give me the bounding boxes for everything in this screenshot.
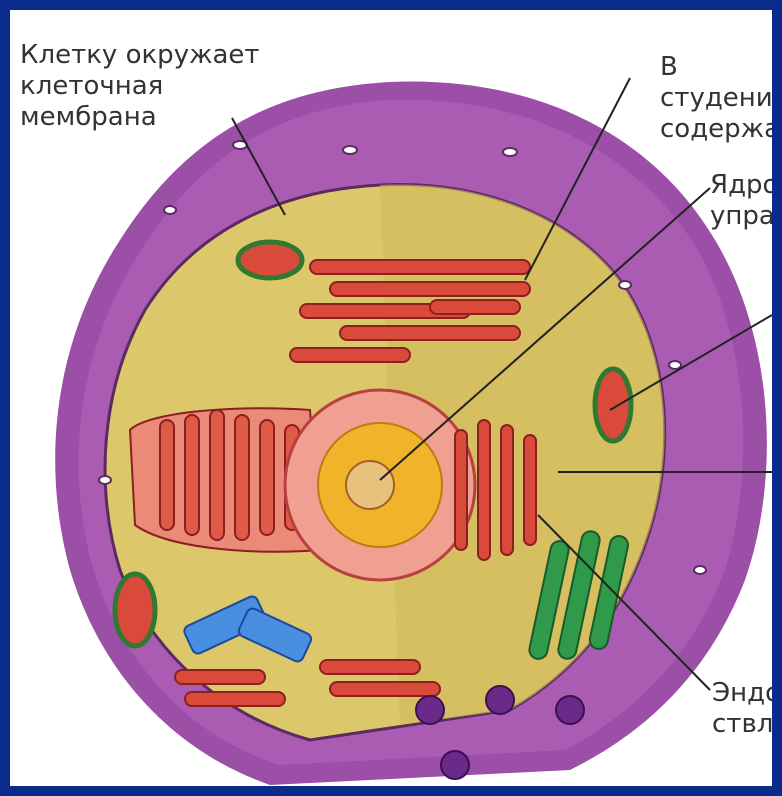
label-nucleus: Ядро упра [710,170,778,232]
label-cytoplasm: В студени содержат [660,52,782,145]
label-endoplasmic-reticulum: Эндо ствля [712,678,782,740]
nucleus [285,390,475,580]
label-cell-membrane: Клетку окружает клеточная мембрана [20,40,260,133]
nucleolus [346,461,394,509]
